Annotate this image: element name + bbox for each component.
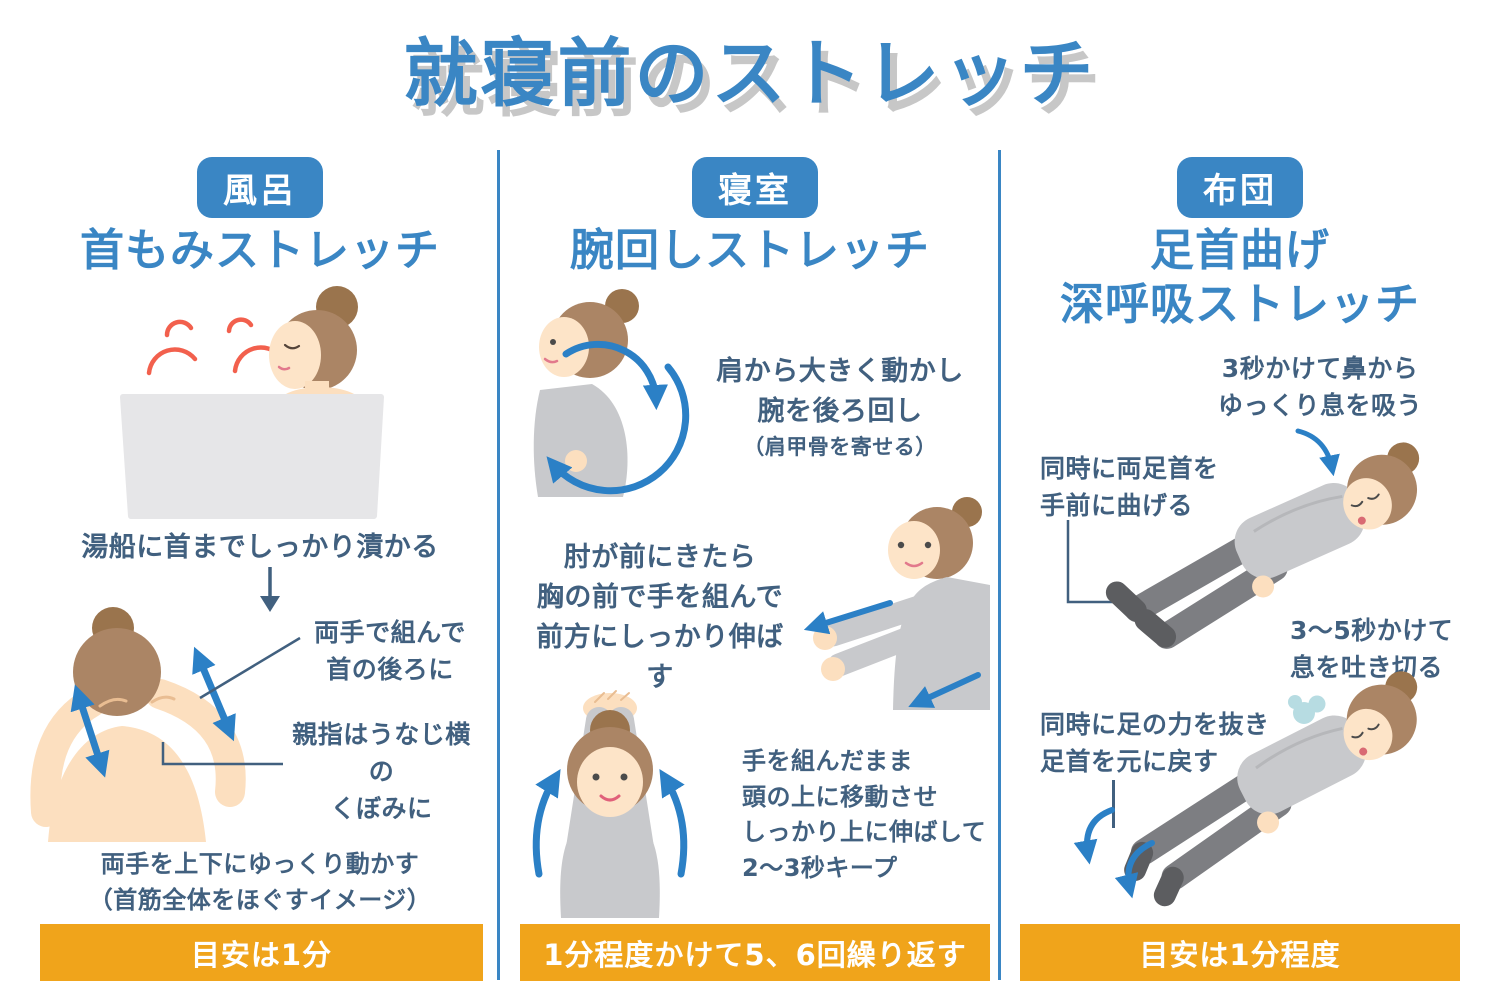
label-thumb: 親指はうなじ横の くぼみに (292, 720, 471, 823)
step1-text: 肩から大きく動かし 腕を後ろ回し (716, 356, 964, 427)
footer-futon: 目安は1分程度 (1020, 924, 1460, 981)
footer-bedroom: 1分程度かけて5、6回繰り返す (520, 924, 990, 981)
neck-massage-illustration (30, 607, 301, 842)
steam-arcs-icon (146, 317, 284, 376)
direction-arrow-icon (803, 600, 981, 708)
up-down-double-arrow-icon (70, 646, 236, 778)
footer-bath: 目安は1分 (40, 924, 483, 981)
step2-text: 肘が前にきたら 胸の前で手を組んで 前方にしっかり伸ばす (536, 542, 784, 693)
leader-line (1066, 520, 1116, 604)
lying-person (1105, 442, 1420, 649)
bend-ankles-text: 同時に両足首を 手前に曲げる (1040, 454, 1219, 520)
column-divider (998, 150, 1001, 980)
column-divider (497, 150, 500, 980)
caption-soak: 湯船に首までしっかり漬かる (81, 532, 439, 563)
breathe-out-text: 3～5秒かけて 息を吐き切る (1290, 616, 1454, 682)
person-side-view (533, 289, 639, 497)
label-hands: 両手で組んで 首の後ろに (314, 618, 466, 684)
leader-lines (161, 636, 301, 766)
person-arms-up (560, 690, 660, 918)
step3-text: 手を組んだまま 頭の上に移動させ しっかり上に伸ばして 2～3秒キープ (742, 747, 987, 882)
lying-person-relaxed-illustration (1073, 671, 1418, 907)
badge-bedroom: 寝室 (692, 157, 818, 218)
bath-illustration (120, 286, 384, 519)
down-arrow-icon (260, 567, 280, 612)
column-title-bedroom: 腕回しストレッチ (570, 225, 930, 276)
arm-rotation-illustration (533, 289, 690, 497)
badge-futon: 布団 (1177, 157, 1303, 218)
lying-person (1124, 671, 1418, 907)
bathtub (120, 394, 384, 519)
person-back-view (30, 607, 246, 842)
curved-breath-arrow-icon (1295, 428, 1340, 477)
caption-move: 両手を上下にゆっくり動かす （首筋全体をほぐすイメージ） (88, 850, 432, 914)
step1-note: （肩甲骨を寄せる） (743, 435, 937, 459)
ankle-release-curved-arrow-icon (1073, 807, 1155, 899)
page-title: 就寝前のストレッチ (399, 27, 1098, 122)
badge-bath: 風呂 (197, 157, 323, 218)
relax-text: 同時に足の力を抜き 足首を元に戻す (1040, 710, 1270, 776)
column-title-bath: 首もみストレッチ (80, 225, 440, 276)
lying-person-flexed-illustration (1105, 442, 1420, 649)
breathe-in-text: 3秒かけて鼻から ゆっくり息を吸う (1217, 354, 1422, 420)
leader-line (1112, 780, 1115, 828)
upward-curved-arrow-icon (532, 768, 688, 878)
column-title-futon: 足首曲げ 深呼吸ストレッチ (1060, 225, 1420, 330)
person-reaching (813, 497, 990, 710)
breath-puff-icon (1288, 695, 1326, 724)
arms-up-illustration (532, 690, 688, 918)
reach-forward-illustration (803, 497, 990, 710)
circular-rotation-arrow-icon (546, 340, 690, 495)
